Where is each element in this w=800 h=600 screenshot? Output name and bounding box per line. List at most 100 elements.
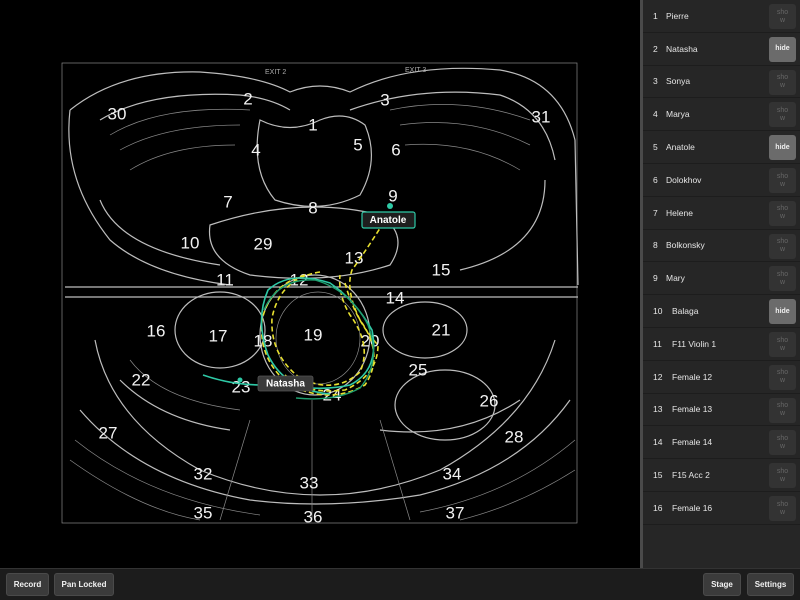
show-button[interactable]: show bbox=[769, 4, 796, 29]
zone-number: 25 bbox=[409, 360, 428, 379]
show-button[interactable]: show bbox=[769, 463, 796, 489]
bottom-toolbar: Record Pan Locked Stage Settings bbox=[0, 568, 800, 600]
track-number: 4 bbox=[653, 109, 658, 120]
zone-number: 31 bbox=[532, 107, 551, 126]
zone-number: 7 bbox=[223, 192, 232, 211]
zone-number: 3 bbox=[380, 90, 389, 109]
track-name: Dolokhov bbox=[666, 174, 702, 185]
hide-button[interactable]: hide bbox=[769, 299, 796, 325]
track-number: 13 bbox=[653, 404, 663, 415]
zone-number: 8 bbox=[308, 198, 317, 217]
track-name: Helene bbox=[666, 207, 693, 218]
settings-button[interactable]: Settings bbox=[747, 573, 794, 596]
track-row[interactable]: 3 Sonya show bbox=[643, 66, 800, 99]
zone-number: 37 bbox=[446, 503, 465, 522]
track-name: Balaga bbox=[672, 306, 699, 317]
track-number: 7 bbox=[653, 207, 658, 218]
show-button[interactable]: show bbox=[769, 430, 796, 456]
path-yellow bbox=[271, 271, 366, 387]
zone-number: 19 bbox=[304, 325, 323, 344]
svg-text:Natasha: Natasha bbox=[266, 379, 305, 390]
exit-label: EXIT 2 bbox=[265, 69, 286, 76]
show-button[interactable]: show bbox=[769, 102, 796, 128]
track-number: 10 bbox=[653, 306, 663, 317]
track-row[interactable]: 12 Female 12 show bbox=[643, 361, 800, 394]
zone-number: 9 bbox=[388, 186, 397, 205]
track-number: 9 bbox=[653, 273, 658, 284]
anatole-tag[interactable]: Anatole bbox=[361, 211, 416, 229]
track-row[interactable]: 10 Balaga hide bbox=[643, 295, 800, 328]
track-number: 16 bbox=[653, 502, 663, 513]
track-name: Female 14 bbox=[672, 437, 713, 448]
character-paths bbox=[202, 203, 393, 400]
hide-button[interactable]: hide bbox=[769, 135, 796, 161]
track-row[interactable]: 16 Female 16 show bbox=[643, 492, 800, 525]
zone-number: 20 bbox=[361, 331, 380, 350]
zone-number: 10 bbox=[181, 233, 200, 252]
track-number: 6 bbox=[653, 174, 658, 185]
show-button[interactable]: show bbox=[769, 200, 796, 226]
record-button[interactable]: Record bbox=[6, 573, 49, 596]
floorplan-linework bbox=[61, 62, 579, 524]
track-number: 2 bbox=[653, 43, 658, 54]
track-row[interactable]: 8 Bolkonsky show bbox=[643, 230, 800, 263]
track-number: 1 bbox=[653, 10, 658, 21]
track-name: Female 12 bbox=[672, 371, 713, 382]
track-row[interactable]: 11 F11 Violin 1 show bbox=[643, 328, 800, 361]
show-button[interactable]: show bbox=[769, 168, 796, 193]
track-row[interactable]: 6 Dolokhov show bbox=[643, 164, 800, 197]
track-row[interactable]: 4 Marya show bbox=[643, 98, 800, 132]
active-track-marker bbox=[640, 138, 643, 157]
zone-number: 34 bbox=[443, 464, 462, 483]
stage-button[interactable]: Stage bbox=[703, 573, 741, 596]
zone-number: 14 bbox=[386, 288, 405, 307]
show-button[interactable]: show bbox=[769, 397, 796, 423]
track-name: F15 Acc 2 bbox=[672, 470, 710, 481]
hide-button[interactable]: hide bbox=[769, 36, 796, 62]
track-name: Bolkonsky bbox=[666, 240, 705, 251]
zone-number: 26 bbox=[480, 391, 499, 410]
track-number: 15 bbox=[653, 470, 663, 481]
show-button[interactable]: show bbox=[769, 364, 796, 390]
zone-number: 6 bbox=[391, 140, 400, 159]
show-button[interactable]: show bbox=[769, 69, 796, 95]
track-row[interactable]: 7 Helene show bbox=[643, 197, 800, 230]
zone-number: 2 bbox=[243, 89, 252, 108]
track-name: Sonya bbox=[666, 76, 691, 87]
track-number: 3 bbox=[653, 76, 658, 87]
track-row[interactable]: 15 F15 Acc 2 show bbox=[643, 459, 800, 492]
zone-number: 23 bbox=[232, 377, 251, 396]
track-number: 8 bbox=[653, 240, 658, 251]
show-button[interactable]: show bbox=[769, 266, 796, 292]
zone-number: 1 bbox=[308, 115, 317, 134]
track-number: 5 bbox=[653, 142, 658, 153]
svg-text:Anatole: Anatole bbox=[370, 215, 407, 226]
track-number: 12 bbox=[653, 371, 663, 382]
track-name: Female 16 bbox=[672, 502, 713, 513]
zone-number: 32 bbox=[194, 464, 213, 483]
natasha-position-dot bbox=[237, 377, 243, 383]
track-number: 11 bbox=[653, 338, 662, 349]
zone-number: 22 bbox=[132, 370, 151, 389]
track-name: F11 Violin 1 bbox=[672, 338, 717, 349]
zone-number: 11 bbox=[216, 270, 234, 289]
show-button[interactable]: show bbox=[769, 496, 796, 521]
pan-locked-button[interactable]: Pan Locked bbox=[54, 573, 114, 596]
track-name: Marya bbox=[666, 109, 690, 120]
zone-number: 27 bbox=[99, 423, 118, 442]
show-button[interactable]: show bbox=[769, 233, 796, 259]
show-button[interactable]: show bbox=[769, 332, 796, 357]
zone-number: 17 bbox=[209, 326, 228, 345]
natasha-tag[interactable]: Natasha bbox=[257, 375, 314, 392]
zone-number: 29 bbox=[254, 234, 273, 253]
